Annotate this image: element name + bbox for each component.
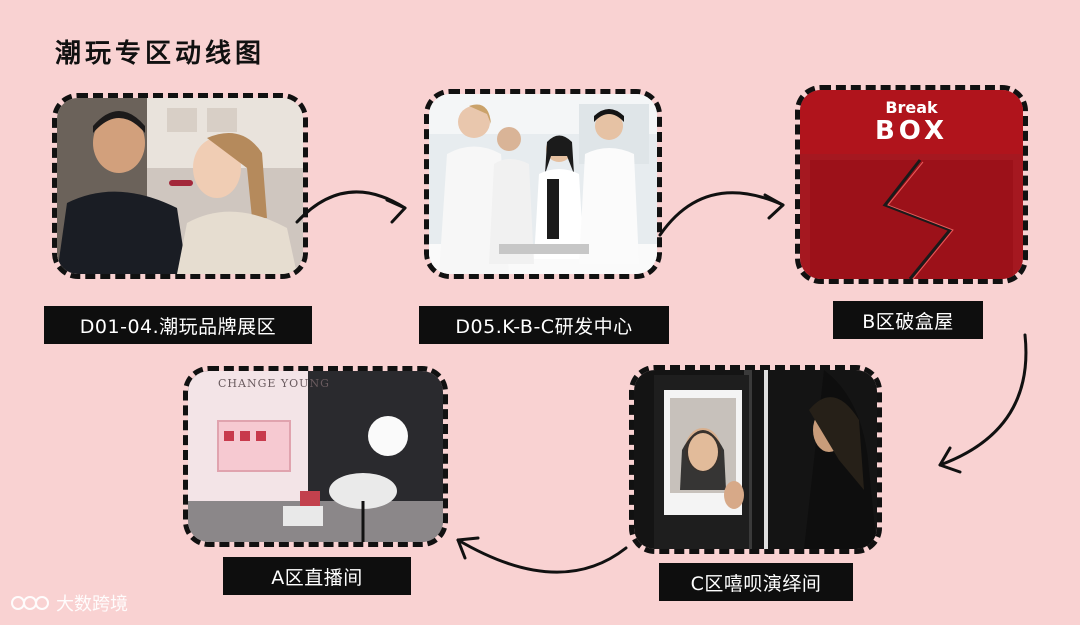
arrow-2-to-3 [660, 193, 783, 235]
zone-label-d01-04: D01-04.潮玩品牌展区 [44, 306, 312, 344]
watermark-logo-icon [10, 592, 50, 614]
zone-label-a: A区直播间 [223, 557, 411, 595]
watermark: 大数跨境 [10, 590, 128, 616]
zone-label-d05: D05.K-B-C研发中心 [419, 306, 669, 344]
arrow-c-to-a [458, 540, 626, 572]
zone-label-c: C区嘻呗演绎间 [659, 563, 853, 601]
arrow-3-to-c [940, 335, 1026, 465]
zone-label-b: B区破盒屋 [833, 301, 983, 339]
arrow-1-to-2 [297, 192, 405, 222]
watermark-text: 大数跨境 [56, 590, 128, 616]
